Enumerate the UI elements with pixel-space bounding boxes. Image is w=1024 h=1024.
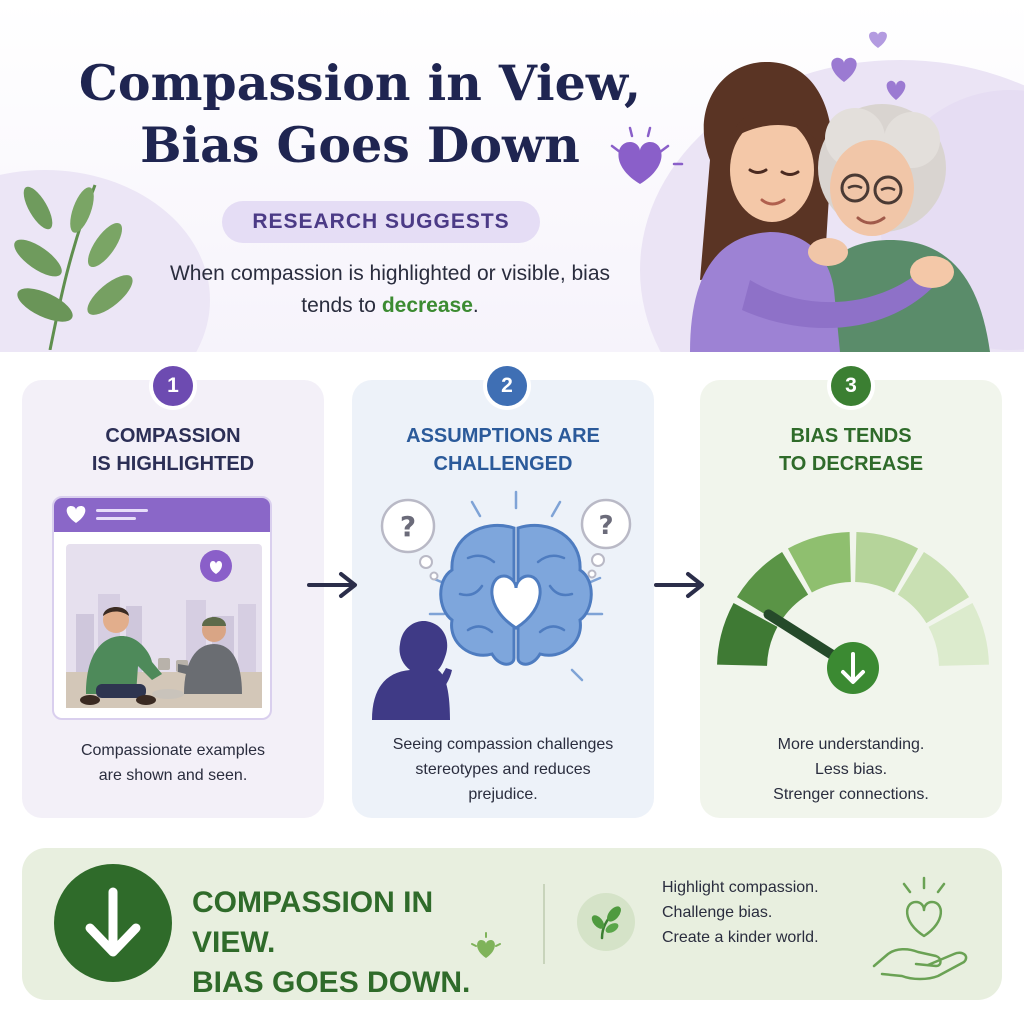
footer-title: COMPASSION IN VIEW. BIAS GOES DOWN. xyxy=(192,886,471,999)
heart-icon xyxy=(66,506,148,523)
footer-list-item: Create a kinder world. xyxy=(662,928,819,946)
step-title: ASSUMPTIONS ARE CHALLENGED xyxy=(406,425,600,475)
gauge-segment xyxy=(855,532,919,593)
brain-heart-illustration: ? ? xyxy=(372,490,632,720)
question-thought-bubble-icon: ? xyxy=(380,498,439,581)
footer-list-item: Challenge bias. xyxy=(662,903,773,921)
step-number-badge: 2 xyxy=(487,366,527,406)
gauge-segment xyxy=(787,532,851,593)
step-description: Compassionate examples are shown and see… xyxy=(80,742,266,784)
subtitle-period: . xyxy=(472,294,479,317)
leaf-branch-icon xyxy=(14,184,133,350)
hand-heart-icon xyxy=(872,876,968,981)
sprout-icon xyxy=(591,906,621,940)
subtitle-emphasis: decrease xyxy=(381,294,473,317)
question-mark: ? xyxy=(598,511,613,541)
arrow-right-icon xyxy=(654,572,704,598)
gauge-segment xyxy=(928,602,989,666)
subtitle-text: When compassion is highlighted or visibl… xyxy=(169,262,611,317)
footer-list-item: Highlight compassion. xyxy=(662,878,819,896)
heart-icon xyxy=(471,932,501,958)
footer-banner xyxy=(22,848,1002,1000)
question-mark: ? xyxy=(400,510,416,543)
step-description: Seeing compassion challenges stereotypes… xyxy=(392,736,614,803)
step-title: BIAS TENDS TO DECREASE xyxy=(778,425,924,475)
research-suggests-pill: RESEARCH SUGGESTS xyxy=(222,201,540,243)
step-number-badge: 3 xyxy=(831,366,871,406)
window-title-bar xyxy=(54,498,270,532)
question-thought-bubble-icon: ? xyxy=(580,498,632,579)
hero-subtitle: When compassion is highlighted or visibl… xyxy=(150,258,630,322)
compassion-window-illustration xyxy=(52,496,272,720)
hug-illustration xyxy=(690,31,990,352)
step-description: More understanding. Less bias. Strenger … xyxy=(773,736,929,803)
bias-gauge-illustration xyxy=(717,532,989,694)
gauge-segment xyxy=(897,551,970,624)
sharing-people-image xyxy=(66,544,262,708)
footer-divider xyxy=(543,884,545,964)
page-title: Compassion in View, Bias Goes Down xyxy=(78,54,642,174)
gauge-segment xyxy=(717,602,778,666)
footer-list: Highlight compassion. Challenge bias. Cr… xyxy=(662,858,882,966)
arrow-right-icon xyxy=(307,572,357,598)
gauge-segment xyxy=(736,551,809,624)
arrow-down-icon xyxy=(54,864,172,982)
step-title: COMPASSION IS HIGHLIGHTED xyxy=(91,425,255,475)
heart-icon xyxy=(610,126,684,184)
step-number-badge: 1 xyxy=(153,366,193,406)
